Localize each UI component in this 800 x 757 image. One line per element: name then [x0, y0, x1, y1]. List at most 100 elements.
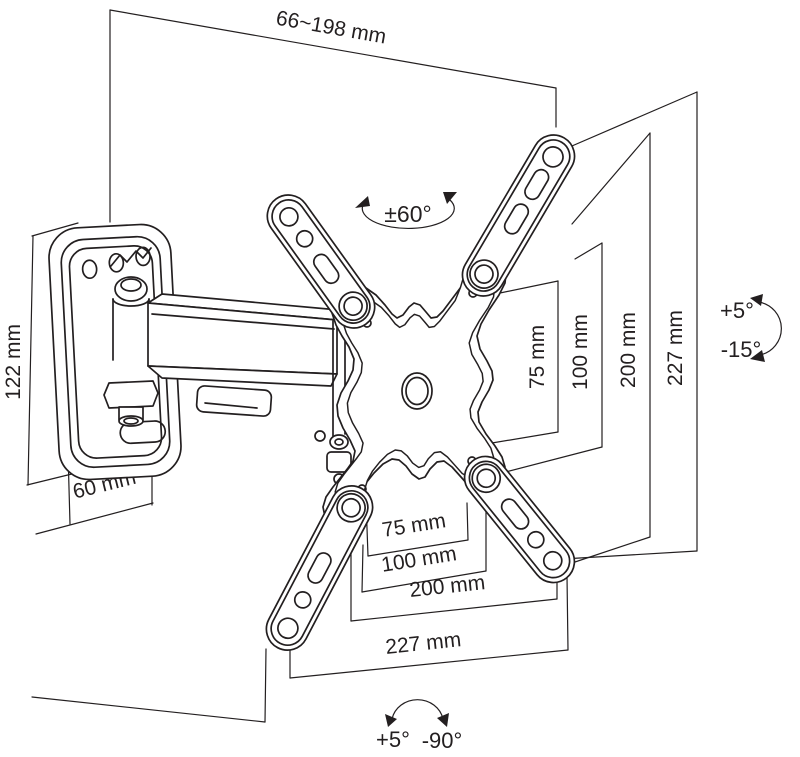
mounting-hole [81, 259, 98, 280]
extension-line [566, 575, 569, 651]
arm-body [265, 485, 374, 651]
extension-line [499, 280, 559, 294]
horizontal-200-label: 200 mm [408, 571, 486, 602]
vertical-227-label: 227 mm [664, 310, 687, 386]
arm-edge-line [151, 313, 335, 330]
dim-plate-height: 122 mm [2, 222, 81, 486]
pivot-ring [338, 291, 368, 322]
dim-swivel: +5° -90° [376, 699, 463, 753]
pivot-ring [469, 259, 499, 289]
arm-body-inner [270, 490, 369, 646]
extension-arm [147, 293, 351, 417]
extension-line [557, 91, 698, 153]
oval-slot [500, 498, 530, 530]
dimension-line [109, 9, 557, 89]
oval-slot [524, 168, 550, 201]
arm-body-inner [466, 139, 571, 292]
dimension-line [35, 502, 154, 535]
extension-line [489, 446, 603, 477]
horizontal-75-label: 75 mm [380, 509, 447, 542]
extension-line [571, 132, 651, 225]
arm-body-inner [271, 199, 371, 324]
vesa-arm-top-left [266, 194, 376, 329]
dimension-line [289, 649, 569, 679]
pivot-hole [474, 264, 494, 284]
vertical-200-label: 200 mm [617, 312, 640, 388]
pivot-hole [343, 296, 363, 317]
extension-line [466, 502, 469, 541]
ball-joint [114, 276, 148, 302]
extension-line [31, 222, 79, 237]
vertical-100-label: 100 mm [569, 314, 592, 390]
vesa-arm-bottom-right [463, 455, 576, 584]
extension-line [264, 648, 267, 723]
elbow-clevis [326, 451, 352, 473]
extension-line [574, 242, 603, 260]
pivot-ring [471, 463, 502, 494]
tip-hole [277, 617, 299, 640]
horizontal-227-label: 227 mm [384, 628, 462, 659]
arm-clip [195, 385, 273, 417]
dim-vertical-227: 227 mm [557, 91, 698, 560]
dimension-line [367, 539, 469, 557]
rotation-arrow-icon [443, 192, 457, 204]
plate-height-label: 122 mm [2, 324, 25, 400]
rotation-arrow-icon [355, 196, 370, 208]
oval-slot [307, 552, 332, 584]
mounting-hole [108, 252, 125, 273]
extension-line [562, 550, 698, 560]
arm-body [461, 134, 576, 297]
pivot-hole [341, 497, 361, 518]
vertical-75-label: 75 mm [526, 325, 549, 389]
vesa-arm-bottom-left [265, 485, 374, 651]
dim-rotation: ±60° [355, 192, 457, 230]
swivel-minus-label: -90° [422, 728, 463, 753]
pivot-hole [476, 468, 497, 489]
vesa-arm-top-right [461, 134, 576, 297]
swivel-arrow-icon [385, 714, 397, 727]
dim-vertical-200: 200 mm [559, 132, 651, 568]
dimension-line [350, 598, 558, 622]
extension-line [31, 696, 266, 723]
hinge-collar [112, 298, 150, 307]
elbow-screw [314, 430, 326, 442]
swivel-arc [391, 699, 444, 720]
center-hole-inner [405, 376, 429, 406]
rotation-arc [361, 199, 455, 230]
tip-hole [542, 550, 563, 571]
hinge-nut [103, 380, 159, 409]
arm-clip-line [204, 402, 258, 409]
mounting-hole [135, 246, 151, 267]
tip-hole [542, 146, 564, 168]
dim-vertical-100: 100 mm [489, 242, 603, 477]
elbow-barrel [329, 434, 349, 450]
extension-line [361, 544, 364, 593]
ball-joint-highlight [120, 278, 142, 292]
tip-hole [279, 206, 299, 227]
tilt-up-label: +5° [720, 298, 754, 323]
oval-slot [503, 203, 530, 235]
dim-tilt: +5° -15° [720, 294, 782, 362]
bolt-cap-inner [123, 417, 139, 425]
tilt-arrow-icon [750, 350, 765, 362]
center-hole [401, 372, 433, 410]
horizontal-100-label: 100 mm [380, 542, 459, 577]
rotation-angle-label: ±60° [384, 201, 431, 227]
swivel-plus-label: +5° [376, 727, 410, 752]
round-hole [293, 591, 312, 609]
tilt-arrow-icon [750, 294, 763, 306]
tilt-arc [758, 301, 782, 356]
oval-slot [312, 253, 340, 285]
round-hole [526, 530, 545, 549]
pivot-ring [336, 492, 366, 523]
dimension-line [27, 235, 34, 486]
swivel-arrow-icon [437, 713, 449, 727]
dimension-line [361, 570, 487, 593]
arm-bottom-flange [147, 365, 338, 387]
hinge-joint [103, 247, 159, 427]
round-hole [295, 229, 314, 248]
dim-extension-range: 66~198 mm [109, 7, 557, 223]
elbow-barrel-inner [334, 438, 344, 446]
